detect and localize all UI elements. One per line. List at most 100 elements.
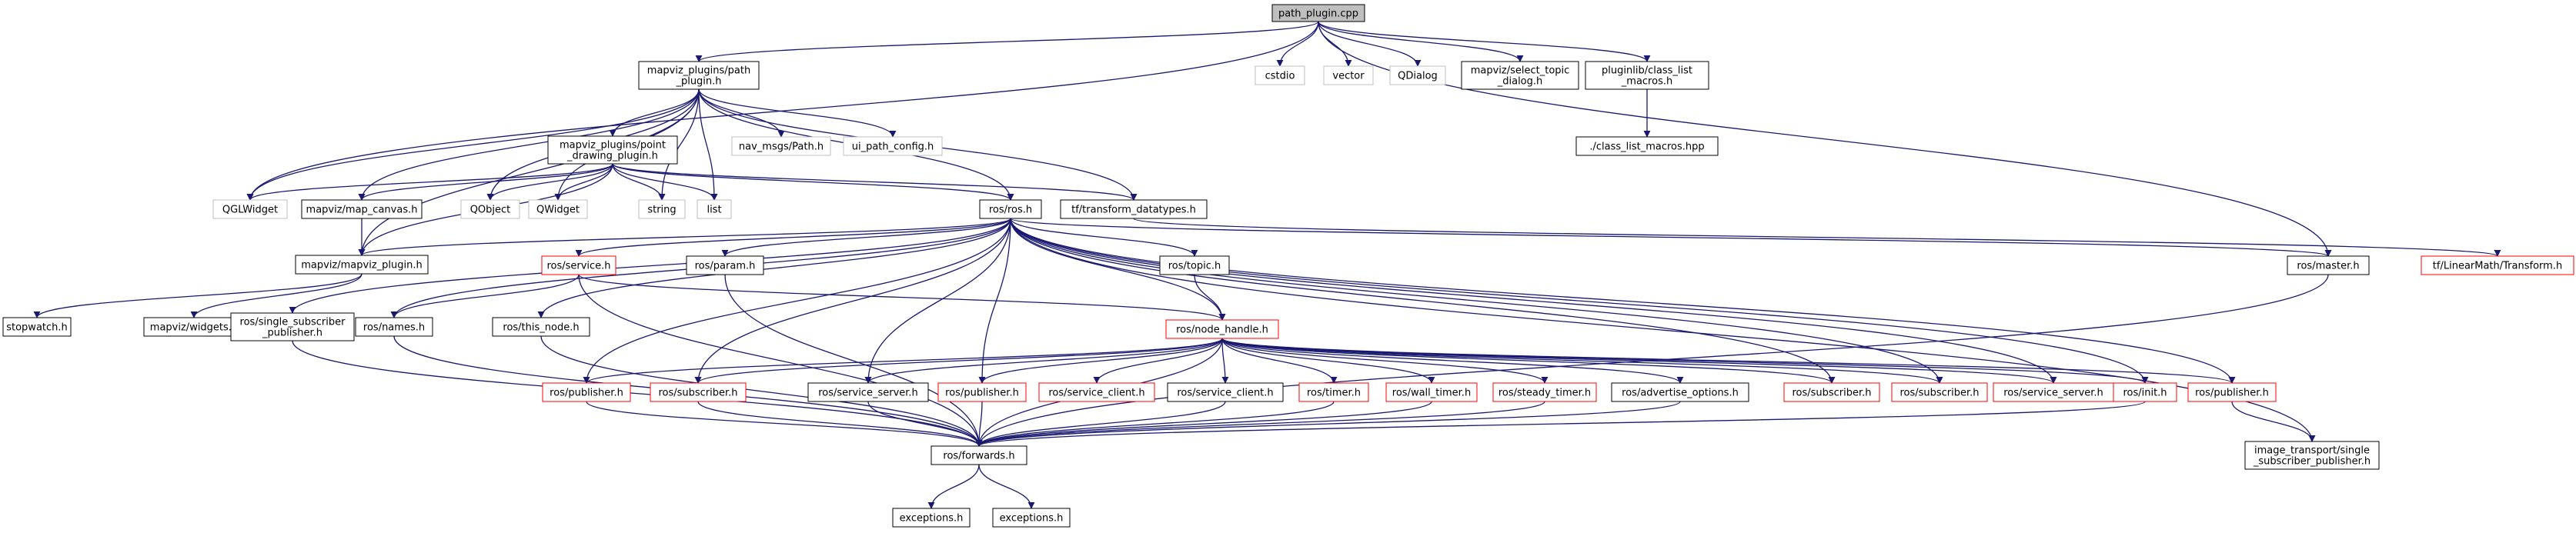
node-label: ros/steady_timer.h [1498,388,1591,399]
node-mapviz-plugin[interactable]: mapviz/mapviz_plugin.h [295,255,429,275]
edge-node_handle-to-steady_timer [1221,338,1549,384]
edge-point_drawing-to-qobject [486,163,613,201]
edge-path_plugin_h-to-nav_msgs [698,88,785,138]
node-map-canvas[interactable]: mapviz/map_canvas.h [301,199,423,219]
edge-publisher_1-to-ros_forwards [586,401,983,447]
node-label: ros/publisher.h [550,388,623,399]
node-label: ros/this_node.h [503,322,579,334]
edge-subscriber_1-to-ros_forwards [697,401,983,447]
node-class-list-macros-h[interactable]: pluginlib/class_list_macros.h [1585,61,1709,90]
node-widgets[interactable]: mapviz/widgets.h [143,317,245,337]
edge-path_plugin_h-to-qglwidget [246,88,700,201]
edge-root-to-class_list_macros_h [1318,21,1651,62]
node-qglwidget[interactable]: QGLWidget [212,199,288,219]
node-node-handle[interactable]: ros/node_handle.h [1165,319,1279,339]
node-qobject[interactable]: QObject [460,199,520,219]
node-exceptions-2[interactable]: exceptions.h [992,508,1071,528]
node-single-sub-pub[interactable]: ros/single_subscriber_publisher.h [230,312,355,341]
node-label: mapviz/mapviz_plugin.h [301,260,422,271]
node-ros-this-node[interactable]: ros/this_node.h [492,317,590,337]
node-image-transport[interactable]: image_transport/single_subscriber_publis… [2244,441,2380,470]
node-steady-timer[interactable]: ros/steady_timer.h [1492,382,1597,402]
node-publisher-1[interactable]: ros/publisher.h [542,382,631,402]
node-vector[interactable]: vector [1323,65,1374,85]
node-box [1783,382,1880,402]
node-nav-msgs[interactable]: nav_msgs/Path.h [731,136,831,156]
node-subscriber-1[interactable]: ros/subscriber.h [650,382,747,402]
node-label: _subscriber_publisher.h [2253,456,2371,468]
node-publisher-2[interactable]: ros/publisher.h [937,382,1027,402]
node-ros-forwards[interactable]: ros/forwards.h [931,445,1027,465]
node-label: ros/master.h [2297,261,2359,272]
node-label: path_plugin.cpp [1278,8,1358,20]
node-qdialog[interactable]: QDialog [1389,65,1446,85]
edge-ros_h-to-node_handle [1010,218,1226,321]
node-root[interactable]: path_plugin.cpp [1271,4,1365,22]
node-label: image_transport/single [2254,445,2370,457]
node-publisher-3[interactable]: ros/publisher.h [2187,382,2277,402]
node-box [1993,382,2114,402]
node-box [295,255,429,275]
node-ros-init[interactable]: ros/init.h [2113,382,2177,402]
node-ros-h[interactable]: ros/ros.h [979,199,1042,219]
node-select-topic[interactable]: mapviz/select_topic_dialog.h [1461,61,1579,90]
node-box [937,382,1027,402]
node-class-list-macros-hpp[interactable]: ./class_list_macros.hpp [1575,136,1719,156]
node-ros-topic[interactable]: ros/topic.h [1159,255,1230,275]
node-label: _dialog.h [1497,76,1543,88]
node-box [979,199,1042,219]
node-label: ros/subscriber.h [1899,388,1979,399]
edge-ros_h-to-publisher_3 [1010,218,2236,384]
node-box [2113,382,2177,402]
node-tf-transform[interactable]: tf/transform_datatypes.h [1060,199,1208,219]
node-box [1385,382,1478,402]
edge-node_handle-to-wall_timer [1221,338,1435,384]
node-stopwatch[interactable]: stopwatch.h [2,317,72,337]
node-service-server-1[interactable]: ros/service_server.h [807,382,929,402]
node-timer[interactable]: ros/timer.h [1298,382,1369,402]
node-label: ros/service_server.h [2003,388,2103,399]
node-point-drawing[interactable]: mapviz_plugins/point_drawing_plugin.h [547,135,678,165]
node-wall-timer[interactable]: ros/wall_timer.h [1385,382,1478,402]
node-advertise-options[interactable]: ros/advertise_options.h [1611,382,1749,402]
edge-ros_forwards-to-exceptions_1 [927,464,980,509]
node-box [731,136,831,156]
edge-ros_h-to-ros_master [1010,218,2331,257]
node-box [1389,65,1446,85]
node-box [807,382,929,402]
edge-ros_h-to-ros_init [1010,218,2149,384]
edge-node_handle-to-publisher_3 [1221,338,2236,384]
node-ui-path-config[interactable]: ui_path_config.h [843,136,943,156]
edge-ros_h-to-ros_param [721,218,1011,257]
node-subscriber-2[interactable]: ros/subscriber.h [1783,382,1880,402]
node-label: QObject [470,205,511,216]
node-ros-service[interactable]: ros/service.h [541,255,616,275]
node-qwidget[interactable]: QWidget [528,199,588,219]
node-box [1060,199,1208,219]
node-box [355,317,433,337]
node-box [686,255,764,275]
node-ros-names[interactable]: ros/names.h [355,317,433,337]
node-label: ros/node_handle.h [1176,325,1268,336]
node-string[interactable]: string [638,199,686,219]
node-label: ros/service.h [546,261,610,272]
node-label: QGLWidget [222,205,278,216]
edge-point_drawing-to-list [612,163,718,201]
node-box [2,317,72,337]
node-ros-param[interactable]: ros/param.h [686,255,764,275]
edge-node_handle-to-advertise_options [1221,338,1684,384]
node-service-client-1[interactable]: ros/service_client.h [1038,382,1155,402]
node-box [638,199,686,219]
edge-node_handle-to-ros_init [1221,338,2149,384]
node-label: ros/wall_timer.h [1392,388,1471,399]
node-path-plugin-h[interactable]: mapviz_plugins/path_plugin.h [638,61,760,90]
node-tf-linearmath[interactable]: tf/LinearMath/Transform.h [2421,255,2574,275]
node-ros-master[interactable]: ros/master.h [2287,255,2370,275]
node-list[interactable]: list [697,199,732,219]
node-exceptions-1[interactable]: exceptions.h [892,508,971,528]
node-subscriber-3[interactable]: ros/subscriber.h [1891,382,1988,402]
edge-tf_transform-to-tf_linearmath [1133,218,2501,257]
node-service-server-2[interactable]: ros/service_server.h [1993,382,2114,402]
node-service-client-2[interactable]: ros/service_client.h [1167,382,1284,402]
node-cstdio[interactable]: cstdio [1255,65,1305,85]
